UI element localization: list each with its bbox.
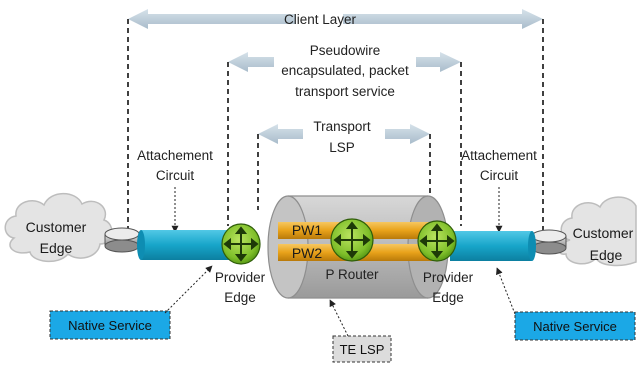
p-router-icon: [330, 218, 374, 262]
attachment-circuit-right-line2: Circuit: [480, 168, 519, 183]
pseudowire-label-line3: transport service: [295, 84, 395, 99]
customer-edge-device-right: [531, 229, 567, 255]
provider-edge-left-line1: Provider: [215, 270, 266, 285]
transport-lsp-label-line1: Transport: [313, 119, 371, 134]
native-service-right-pointer: [496, 267, 516, 315]
customer-edge-right-line2: Edge: [590, 247, 623, 263]
customer-edge-left-line1: Customer: [26, 219, 87, 235]
native-service-right-label: Native Service: [533, 319, 617, 334]
customer-edge-cloud-left: [4, 192, 113, 263]
transport-lsp-label-bg: [303, 118, 385, 158]
provider-edge-left-line2: Edge: [224, 290, 256, 305]
attachment-circuit-left-line2: Circuit: [156, 168, 195, 183]
pseudowire-label-bg: [274, 42, 416, 100]
pw1-label: PW1: [292, 222, 323, 238]
native-service-left-label: Native Service: [68, 318, 152, 333]
te-lsp-box: [332, 335, 392, 363]
attachment-circuit-right-line1: Attachement: [461, 148, 537, 163]
p-router-label: P Router: [325, 267, 379, 282]
native-service-left-box: [49, 310, 171, 340]
native-service-left-pointer: [164, 265, 213, 314]
customer-edge-cloud-right: [558, 196, 637, 267]
te-lsp-label: TE LSP: [340, 342, 385, 357]
customer-edge-right-line1: Customer: [573, 225, 634, 241]
provider-edge-right-line1: Provider: [423, 270, 474, 285]
te-lsp-pointer: [329, 299, 349, 337]
transport-lsp-label-line2: LSP: [329, 140, 355, 155]
client-layer-label: Client Layer: [284, 12, 357, 27]
attachment-tube-left: [137, 230, 229, 260]
provider-edge-router-right-icon: [417, 220, 457, 262]
attachment-circuit-left-line1: Attachement: [137, 148, 213, 163]
pseudowire-label-line2: encapsulated, packet: [281, 63, 409, 78]
customer-edge-device-left: [104, 227, 140, 253]
customer-edge-left-line2: Edge: [40, 240, 73, 256]
provider-edge-router-left-icon: [221, 223, 261, 265]
attachment-tube-right: [450, 231, 536, 261]
provider-edge-right-line2: Edge: [432, 290, 464, 305]
native-service-right-box: [514, 311, 636, 341]
client-layer-label-bg: [296, 10, 343, 28]
pseudowire-label-line1: Pseudowire: [310, 43, 381, 58]
pw2-label: PW2: [292, 245, 323, 261]
